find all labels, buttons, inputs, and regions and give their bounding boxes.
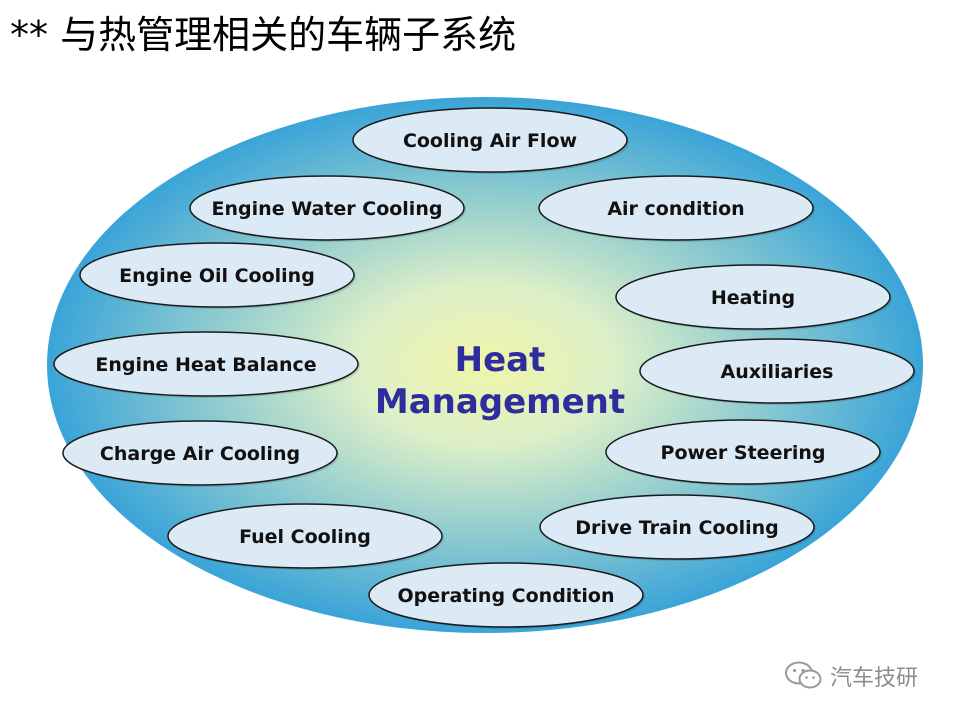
wechat-icon [785, 661, 822, 689]
node-label: Operating Condition [398, 585, 615, 607]
node-cooling-air-flow: Cooling Air Flow [352, 107, 629, 174]
center-label-line1: Heat [455, 340, 546, 380]
node-label: Power Steering [661, 442, 826, 464]
node-drive-train-cooling: Drive Train Cooling [539, 494, 816, 561]
node-auxiliaries: Auxiliaries [639, 338, 916, 405]
watermark: 汽车技研 [784, 660, 918, 692]
node-ellipse [639, 338, 915, 404]
node-label: Engine Heat Balance [95, 354, 316, 376]
node-label: Engine Oil Cooling [119, 265, 315, 287]
node-ellipse [62, 420, 338, 486]
node-ellipse [539, 494, 815, 560]
node-label: Auxiliaries [721, 361, 834, 383]
node-ellipse [79, 242, 355, 308]
node-fuel-cooling: Fuel Cooling [167, 503, 444, 570]
node-ellipse [352, 107, 628, 173]
node-label: Cooling Air Flow [403, 130, 577, 152]
node-engine-water-cooling: Engine Water Cooling [189, 175, 466, 242]
node-operating-condition: Operating Condition [368, 562, 645, 629]
node-ellipse [189, 175, 465, 241]
node-engine-heat-balance: Engine Heat Balance [53, 331, 360, 398]
node-ellipse [167, 503, 443, 569]
node-label: Engine Water Cooling [212, 198, 443, 220]
node-ellipse [605, 419, 881, 485]
slide-title: ** 与热管理相关的车辆子系统 [10, 13, 517, 57]
node-label: Heating [711, 287, 795, 309]
node-label: Air condition [607, 198, 744, 220]
node-ellipse [53, 331, 359, 397]
node-ellipse [615, 264, 891, 330]
node-label: Drive Train Cooling [575, 517, 778, 539]
node-ellipse [368, 562, 644, 628]
node-label: Charge Air Cooling [100, 443, 300, 465]
node-label: Fuel Cooling [239, 526, 371, 548]
node-engine-oil-cooling: Engine Oil Cooling [79, 242, 356, 309]
watermark-text: 汽车技研 [830, 666, 919, 691]
node-charge-air-cooling: Charge Air Cooling [62, 420, 339, 487]
node-air-condition: Air condition [538, 175, 815, 242]
node-power-steering: Power Steering [605, 419, 882, 486]
center-label-line2: Management [375, 382, 625, 422]
node-ellipse [538, 175, 814, 241]
node-heating: Heating [615, 264, 892, 331]
